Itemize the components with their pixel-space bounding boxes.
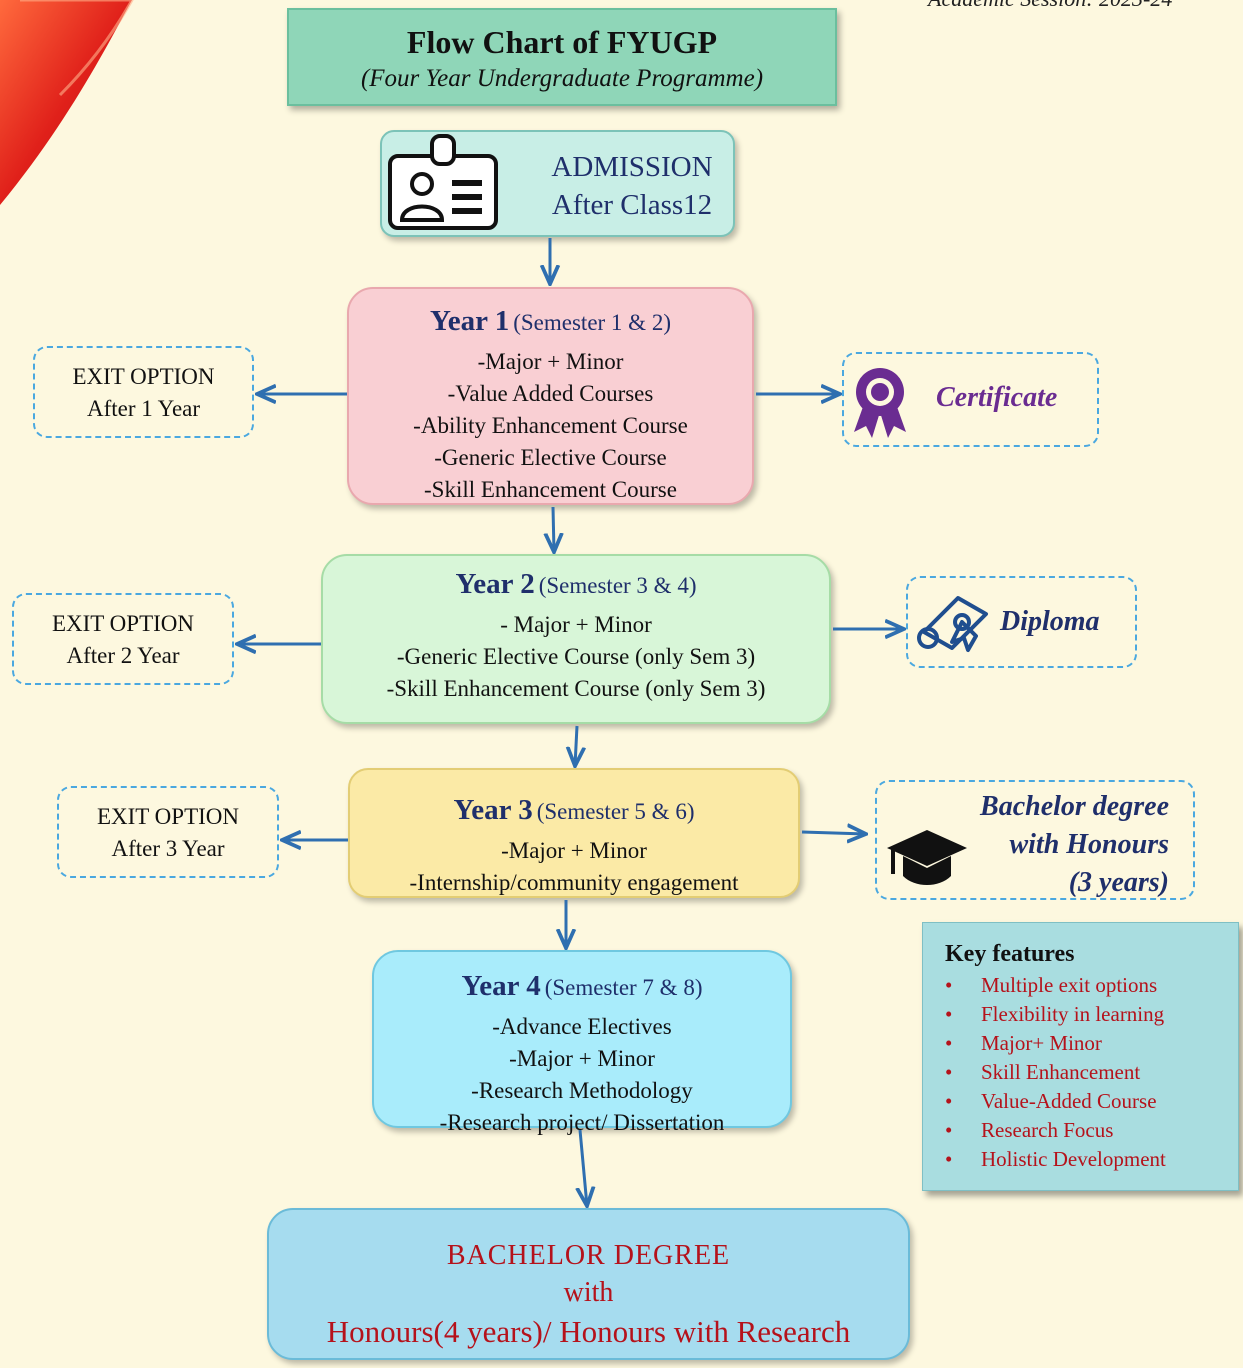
year2-item: - Major + Minor bbox=[500, 612, 652, 637]
year1-item: -Value Added Courses bbox=[447, 381, 654, 406]
year4-title: Year 4 bbox=[461, 970, 541, 1002]
year4-semester: (Semester 7 & 8) bbox=[544, 975, 703, 1000]
key-features-list: •Multiple exit options •Flexibility in l… bbox=[945, 971, 1166, 1174]
academic-session: Academic Session: 2023-24 bbox=[928, 0, 1172, 12]
admission-sub: After Class12 bbox=[551, 189, 713, 221]
admission-label: ADMISSION bbox=[551, 151, 713, 183]
year1-item: -Ability Enhancement Course bbox=[413, 413, 688, 438]
bachelor-3year-line1: Bachelor degree bbox=[980, 791, 1169, 822]
year2-box: Year 2 (Semester 3 & 4) - Major + Minor … bbox=[321, 554, 831, 724]
year4-item: -Major + Minor bbox=[509, 1046, 655, 1071]
title-box: Flow Chart of FYUGP (Four Year Undergrad… bbox=[287, 8, 837, 106]
final-degree-with: with bbox=[563, 1277, 614, 1308]
ribbon-badge-icon bbox=[854, 368, 906, 438]
year1-title: Year 1 bbox=[430, 305, 510, 337]
id-badge-icon bbox=[388, 134, 498, 230]
exit-label: EXIT OPTION bbox=[96, 804, 240, 829]
year1-item: -Major + Minor bbox=[477, 349, 624, 374]
final-degree-box: BACHELOR DEGREE with Honours(4 years)/ H… bbox=[267, 1208, 910, 1360]
year1-box: Year 1 (Semester 1 & 2) -Major + Minor -… bbox=[347, 287, 754, 505]
year2-semester: (Semester 3 & 4) bbox=[538, 573, 697, 598]
key-feature-item: •Multiple exit options bbox=[945, 973, 1158, 997]
exit-label: EXIT OPTION bbox=[72, 364, 215, 389]
year2-item: -Generic Elective Course (only Sem 3) bbox=[396, 644, 756, 669]
year2-title: Year 2 bbox=[455, 568, 535, 600]
diploma-box: Diploma bbox=[906, 576, 1137, 668]
final-degree-title: BACHELOR DEGREE bbox=[446, 1240, 731, 1271]
year3-title: Year 3 bbox=[453, 794, 533, 826]
year4-item: -Research Methodology bbox=[471, 1078, 693, 1103]
year1-item: -Generic Elective Course bbox=[434, 445, 667, 470]
arrow-year3-to-bachelor bbox=[801, 832, 866, 834]
key-feature-item: •Holistic Development bbox=[945, 1147, 1166, 1171]
exit-option-year3: EXIT OPTION After 3 Year bbox=[57, 786, 279, 878]
chart-title: Flow Chart of FYUGP bbox=[406, 24, 718, 60]
exit-after: After 1 Year bbox=[86, 396, 201, 421]
exit-option-year2: EXIT OPTION After 2 Year bbox=[12, 593, 234, 685]
year3-item: -Internship/community engagement bbox=[409, 870, 739, 895]
year4-box: Year 4 (Semester 7 & 8) -Advance Electiv… bbox=[372, 950, 792, 1135]
year3-semester: (Semester 5 & 6) bbox=[536, 799, 695, 824]
key-feature-item: •Research Focus bbox=[945, 1118, 1114, 1142]
year4-item: -Research project/ Dissertation bbox=[439, 1110, 725, 1135]
exit-after: After 3 Year bbox=[111, 836, 225, 861]
bachelor-3year-box: Bachelor degree with Honours (3 years) bbox=[875, 780, 1195, 900]
diploma-scroll-icon bbox=[917, 596, 988, 652]
final-degree-detail: Honours(4 years)/ Honours with Research bbox=[326, 1314, 851, 1349]
graduation-cap-icon bbox=[887, 830, 967, 885]
year1-item: -Skill Enhancement Course bbox=[424, 477, 677, 502]
year3-item: -Major + Minor bbox=[501, 838, 647, 863]
arrow-year4-to-final bbox=[580, 1129, 587, 1206]
key-feature-item: •Skill Enhancement bbox=[945, 1060, 1141, 1084]
key-feature-item: •Flexibility in learning bbox=[945, 1002, 1165, 1026]
year1-semester: (Semester 1 & 2) bbox=[513, 310, 671, 335]
year2-item: -Skill Enhancement Course (only Sem 3) bbox=[386, 676, 766, 701]
arrow-year1-to-year2 bbox=[553, 506, 554, 552]
year3-box: Year 3 (Semester 5 & 6) -Major + Minor -… bbox=[348, 768, 800, 898]
certificate-box: Certificate bbox=[842, 352, 1099, 447]
bachelor-3year-line3: (3 years) bbox=[1068, 867, 1169, 898]
key-feature-item: •Major+ Minor bbox=[945, 1031, 1102, 1055]
certificate-label: Certificate bbox=[936, 382, 1058, 413]
key-features-box: Key features •Multiple exit options •Fle… bbox=[922, 922, 1239, 1191]
chart-subtitle: (Four Year Undergraduate Programme) bbox=[360, 65, 764, 92]
key-features-title: Key features bbox=[945, 941, 1075, 967]
arrow-year2-to-year3 bbox=[575, 725, 577, 766]
key-feature-item: •Value-Added Course bbox=[945, 1089, 1157, 1113]
exit-after: After 2 Year bbox=[66, 643, 180, 668]
exit-option-year1: EXIT OPTION After 1 Year bbox=[33, 346, 254, 438]
year4-item: -Advance Electives bbox=[492, 1014, 672, 1039]
admission-box: ADMISSION After Class12 bbox=[380, 130, 735, 237]
diploma-label: Diploma bbox=[1000, 606, 1100, 637]
exit-label: EXIT OPTION bbox=[51, 611, 195, 636]
decorative-ribbon bbox=[0, 0, 134, 205]
bachelor-3year-line2: with Honours bbox=[1009, 829, 1169, 860]
